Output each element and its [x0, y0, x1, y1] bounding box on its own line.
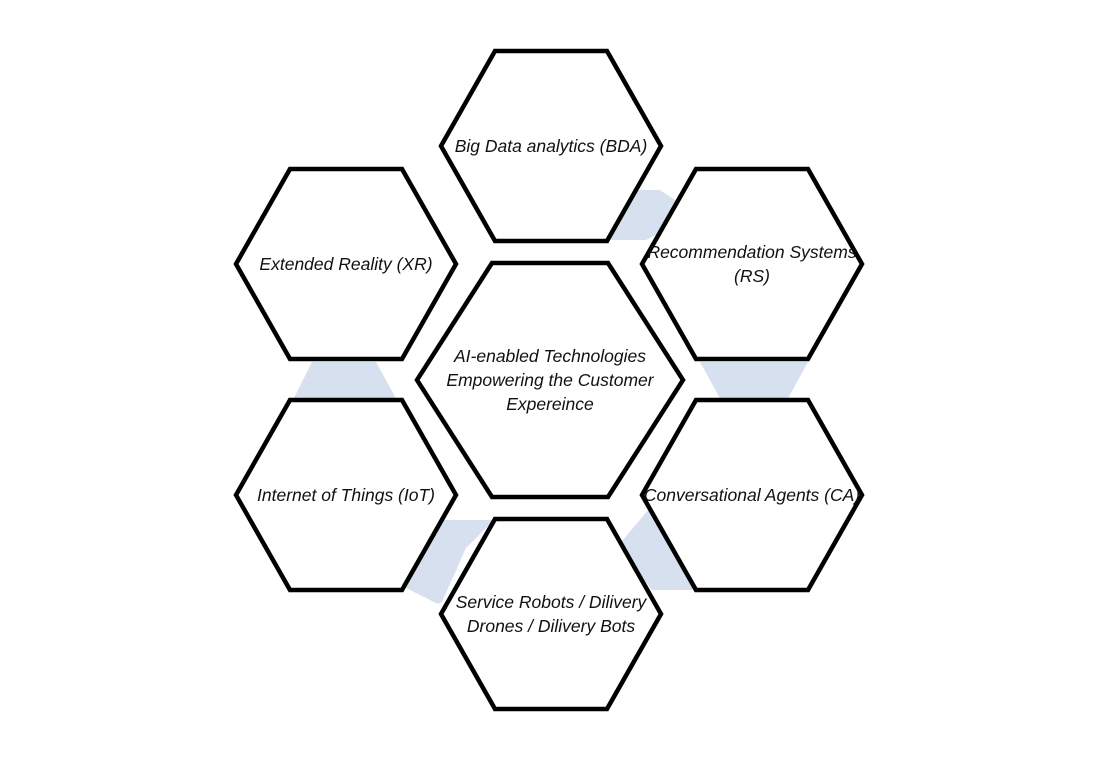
- hexagon-shape: [639, 397, 865, 593]
- hex-label-line: (RS): [734, 266, 770, 286]
- hex-label-line: Big Data analytics (BDA): [455, 136, 648, 156]
- hexagon-nodes: Big Data analytics (BDA) Recommendation S…: [233, 48, 865, 712]
- hex-label-line: Drones / Dilivery Bots: [467, 616, 635, 636]
- hexagon-shape: [438, 48, 664, 244]
- hex-node-rs: Recommendation Systems (RS): [639, 166, 865, 362]
- hex-label-line: Recommendation Systems: [647, 242, 856, 262]
- hexagon-shape: [414, 260, 686, 500]
- hex-node-ca: Conversational Agents (CA): [639, 397, 865, 593]
- connector-rs-ca: [700, 362, 808, 402]
- hex-label-line: Internet of Things (IoT): [257, 485, 435, 505]
- hex-label-line: Expereince: [506, 394, 594, 414]
- hex-label-line: Extended Reality (XR): [259, 254, 432, 274]
- hexagon-shape: [233, 397, 459, 593]
- hexagon-shape: [233, 166, 459, 362]
- connector-bands: [292, 190, 808, 604]
- hex-label-line: AI-enabled Technologies: [453, 346, 646, 366]
- hex-label-line: Service Robots / Dilivery: [456, 592, 648, 612]
- connector-iot-xr: [292, 362, 398, 402]
- hexagon-shape: [639, 166, 865, 362]
- hex-label-line: Empowering the Customer: [446, 370, 654, 390]
- connector-robots-iot: [406, 520, 494, 604]
- hex-node-bda: Big Data analytics (BDA): [438, 48, 664, 244]
- hexagon-shape: [438, 516, 664, 712]
- hex-node-xr: Extended Reality (XR): [233, 166, 459, 362]
- hex-label-line: Conversational Agents (CA): [644, 485, 860, 505]
- hex-node-iot: Internet of Things (IoT): [233, 397, 459, 593]
